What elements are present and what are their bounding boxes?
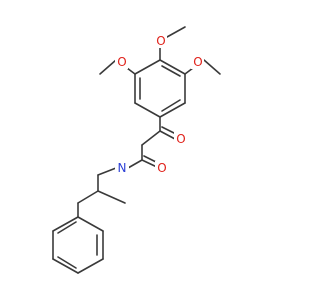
- atom-label-o-amide: O: [155, 161, 168, 175]
- oxygen-label: O: [117, 55, 126, 69]
- oxygen-label: O: [157, 161, 166, 175]
- oxygen-label: O: [156, 34, 165, 48]
- methoxy-left: [99, 59, 136, 75]
- oxygen-label: O: [193, 55, 202, 69]
- atom-label-n-amide: N: [115, 161, 129, 175]
- methoxy-top: [159, 26, 186, 61]
- atom-label-o-methoxy-top: O: [154, 34, 167, 48]
- oxygen-label: O: [176, 132, 185, 146]
- chemical-structure-diagram: O O O O O N: [52, 26, 221, 274]
- atom-label-o-ketone: O: [174, 132, 187, 146]
- nitrogen-label: N: [118, 161, 127, 175]
- atom-label-o-methoxy-left: O: [115, 55, 128, 69]
- alkyl-fragment: [77, 174, 126, 218]
- atom-label-o-methoxy-right: O: [191, 55, 204, 69]
- phenyl-ring: [52, 216, 104, 274]
- keto-amide-chain: [97, 116, 177, 176]
- trimethoxyphenyl-ring: [134, 59, 186, 118]
